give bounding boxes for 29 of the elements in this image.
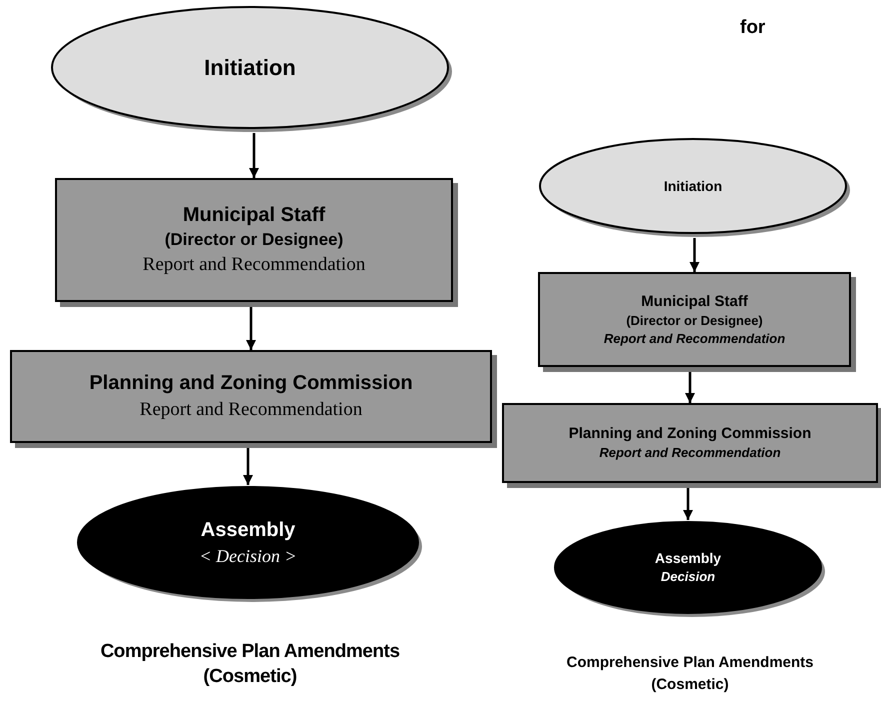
arrow [246, 305, 256, 350]
node-text: Report and Recommendation [604, 330, 786, 348]
caption: Comprehensive Plan Amendments (Cosmetic) [100, 640, 400, 689]
node-title: Planning and Zoning Commission [568, 424, 812, 444]
node-text: Report and Recommendation [599, 444, 781, 462]
arrow [249, 133, 259, 178]
arrow [243, 446, 253, 485]
node-title: Planning and Zoning Commission [89, 371, 413, 396]
heading-text: for [740, 16, 766, 40]
node-title: Initiation [664, 176, 722, 196]
arrow [690, 238, 700, 272]
node-title: Assembly [200, 518, 296, 543]
start-ellipse [538, 137, 848, 235]
node-text: < Decision > [199, 544, 297, 568]
node-text: (Director or Designee) [626, 312, 763, 330]
terminal-ellipse [553, 520, 823, 615]
start-ellipse [50, 5, 450, 130]
node-text: Decision [660, 568, 716, 586]
arrow [683, 486, 693, 520]
node-title: Initiation [204, 54, 296, 82]
node-text: (Director or Designee) [164, 229, 344, 252]
caption: Comprehensive Plan Amendments (Cosmetic) [565, 653, 814, 695]
node-text: Report and Recommendation [140, 398, 362, 422]
node-text: Report and Recommendation [142, 253, 366, 278]
node-title: Assembly [654, 549, 722, 568]
arrow [685, 370, 695, 403]
node-title: Municipal Staff [641, 292, 748, 312]
node-title: Municipal Staff [182, 203, 326, 228]
terminal-ellipse [76, 485, 420, 600]
